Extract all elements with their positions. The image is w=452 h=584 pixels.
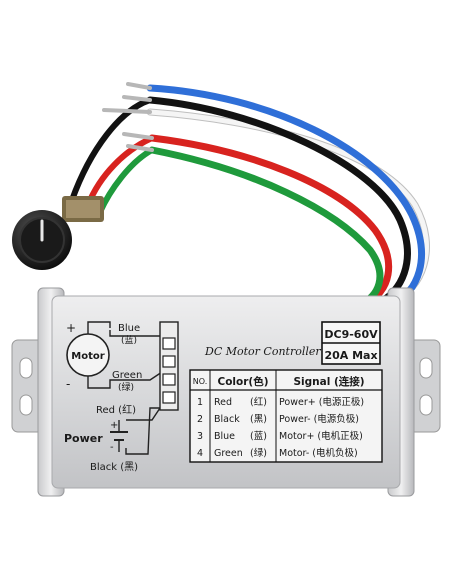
green-label: Green [112,370,142,381]
row-color: Blue [214,431,235,442]
row-color-cn: (黑) [250,414,267,425]
row-no: 3 [197,431,203,442]
header-color: Color(色) [217,375,268,388]
terminal-screws [162,337,176,404]
power-plus: + [110,420,118,431]
row-color-cn: (绿) [250,447,267,459]
row-signal: Motor- (电机负极) [279,447,358,459]
black-label: Black (黑) [90,461,138,473]
row-signal: Motor+ (电机正极) [279,430,363,442]
green-cn-label: (绿) [118,381,134,393]
row-no: 2 [197,414,203,425]
row-no: 4 [197,448,203,459]
row-color: Green [214,448,243,459]
module-title: DC Motor Controller [204,345,321,358]
table-row: 4 Green (绿) Motor- (电机负极) [197,447,358,459]
power-minus: - [110,442,114,453]
header-no: NO. [193,377,208,386]
row-signal: Power- (电源负极) [279,413,359,425]
motor-minus: - [66,377,70,391]
table-row: 2 Black (黑) Power- (电源负极) [197,413,359,425]
table-row: 1 Red (红) Power+ (电源正极) [197,396,364,408]
row-color-cn: (红) [250,396,267,408]
wiring-diagram: Motor + - Blue (蓝) Green (绿) [64,321,179,473]
current-badge: 20A Max [324,349,377,362]
wire-bundle [69,84,430,310]
wire-blue [146,84,425,309]
wire-red [148,134,393,308]
blue-label: Blue [118,323,140,334]
header-signal: Signal (连接) [293,375,364,388]
power-label: Power [64,432,103,445]
rating-badge: DC9-60V 20A Max [321,321,381,365]
wire-black [146,96,411,306]
connection-table: NO. Color(色) Signal (连接) 1 Red (红) Power… [189,369,383,463]
table-row: 3 Blue (蓝) Motor+ (电机正极) [197,430,363,442]
row-color-cn: (蓝) [250,430,267,442]
wire-green [148,146,384,310]
motor-label: Motor [71,351,104,362]
row-no: 1 [197,397,203,408]
row-signal: Power+ (电源正极) [279,396,364,408]
wire-tips [102,82,154,152]
potentiometer-knob [12,196,104,270]
row-color: Red [214,397,232,408]
row-color: Black [214,414,240,425]
voltage-badge: DC9-60V [324,328,378,341]
motor-plus: + [66,321,76,335]
blue-cn-label: (蓝) [121,334,137,346]
red-label: Red (红) [96,403,136,416]
